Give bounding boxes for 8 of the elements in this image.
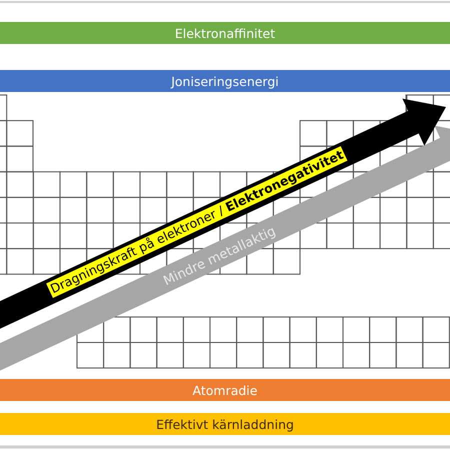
band-label: Joniseringsenergi — [171, 74, 279, 88]
property-band — [0, 379, 450, 401]
band-label: Atomradie — [192, 382, 258, 398]
band-label: Effektivt kärnladdning — [156, 416, 294, 432]
property-band — [0, 22, 450, 44]
property-band — [0, 70, 450, 92]
property-band — [0, 413, 450, 435]
band-label: Elektronaffinitet — [174, 26, 276, 40]
